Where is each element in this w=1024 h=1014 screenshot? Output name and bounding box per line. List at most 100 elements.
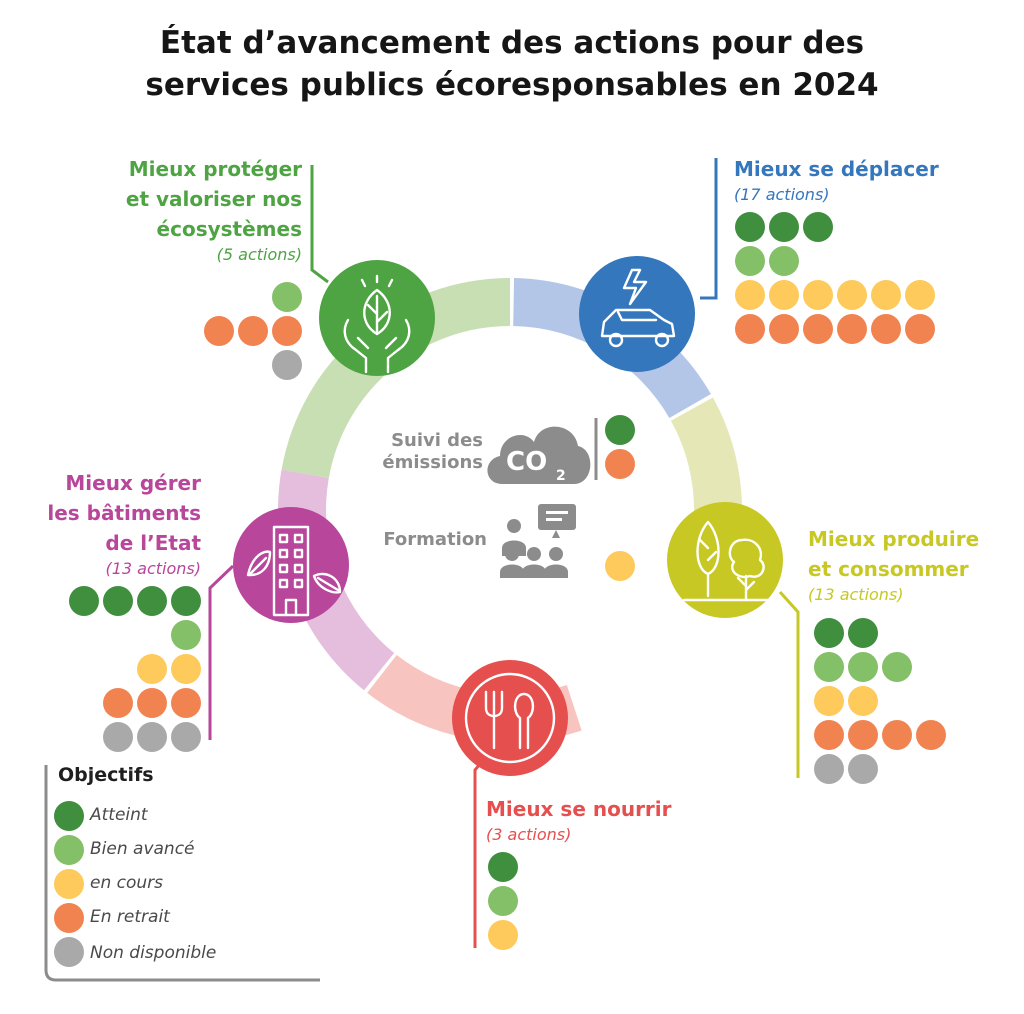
theme-circle-deplacer bbox=[579, 256, 695, 372]
theme-produire-name-1: Mieux produire bbox=[808, 527, 980, 551]
theme-nourrir: Mieux se nourrir (3 actions) bbox=[486, 794, 672, 846]
batiments-status-dot-atteint bbox=[137, 586, 167, 616]
legend-status-dot-en-retrait bbox=[54, 903, 84, 933]
legend-status-dot-non-disponible bbox=[54, 937, 84, 967]
page-title: État d’avancement des actions pour des s… bbox=[112, 22, 912, 106]
training-people-icon bbox=[500, 504, 576, 578]
legend-title: Objectifs bbox=[58, 764, 154, 786]
deplacer-status-dot-en-retrait bbox=[871, 314, 901, 344]
legend-bracket bbox=[44, 765, 320, 982]
legend-label-atteint: Atteint bbox=[90, 805, 148, 825]
deplacer-status-dot-en-cours bbox=[803, 280, 833, 310]
connector-deplacer bbox=[700, 158, 718, 300]
deplacer-status-dot-en-cours bbox=[837, 280, 867, 310]
center-status-dot-en-retrait bbox=[605, 449, 635, 479]
connector-produire bbox=[778, 590, 800, 778]
building-icon bbox=[246, 525, 342, 617]
legend-label-en-cours: en cours bbox=[90, 873, 164, 893]
batiments-status-dot-en-cours bbox=[171, 654, 201, 684]
theme-produire-count: (13 actions) bbox=[808, 585, 904, 604]
batiments-status-dot-non-disponible bbox=[171, 722, 201, 752]
theme-circle-batiments bbox=[233, 507, 349, 623]
electric-car-icon bbox=[600, 268, 676, 348]
legend-status-dot-atteint bbox=[54, 801, 84, 831]
connector-batiments bbox=[208, 564, 235, 740]
theme-circle-nourrir bbox=[452, 660, 568, 776]
deplacer-status-dot-atteint bbox=[735, 212, 765, 242]
batiments-status-dot-atteint bbox=[103, 586, 133, 616]
theme-ecosystemes: Mieux protéger et valoriser nos écosystè… bbox=[126, 154, 302, 266]
batiments-status-dot-non-disponible bbox=[103, 722, 133, 752]
center-status-dot-en-cours bbox=[605, 551, 635, 581]
title-line-1: État d’avancement des actions pour des bbox=[159, 25, 865, 61]
theme-batiments-name-2: les bâtiments bbox=[47, 501, 201, 525]
center-suivi-label: Suivi des émissions bbox=[382, 430, 483, 474]
batiments-status-dot-en-retrait bbox=[103, 688, 133, 718]
co2-label: CO bbox=[506, 447, 547, 477]
deplacer-status-dot-en-retrait bbox=[837, 314, 867, 344]
produire-status-dot-atteint bbox=[848, 618, 878, 648]
produire-status-dot-en-cours bbox=[848, 686, 878, 716]
nourrir-status-dot-bien-avance bbox=[488, 886, 518, 916]
legend-label-en-retrait: En retrait bbox=[90, 907, 170, 927]
status-dots bbox=[54, 212, 946, 967]
produire-status-dot-bien-avance bbox=[848, 652, 878, 682]
deplacer-status-dot-en-cours bbox=[769, 280, 799, 310]
co2-subscript: 2 bbox=[556, 468, 566, 484]
deplacer-status-dot-atteint bbox=[769, 212, 799, 242]
theme-nourrir-count: (3 actions) bbox=[486, 825, 572, 844]
legend-label-non-disponible: Non disponible bbox=[90, 943, 217, 963]
theme-circle-produire bbox=[667, 502, 783, 618]
batiments-status-dot-non-disponible bbox=[137, 722, 167, 752]
theme-produire-name-2: et consommer bbox=[808, 557, 969, 581]
theme-deplacer: Mieux se déplacer (17 actions) bbox=[734, 154, 939, 206]
theme-batiments: Mieux gérer les bâtiments de l’Etat (13 … bbox=[47, 468, 201, 580]
deplacer-status-dot-bien-avance bbox=[735, 246, 765, 276]
theme-nourrir-name: Mieux se nourrir bbox=[486, 797, 672, 821]
produire-status-dot-bien-avance bbox=[882, 652, 912, 682]
ecosystemes-status-dot-en-retrait bbox=[272, 316, 302, 346]
theme-circle-ecosystemes bbox=[319, 260, 435, 376]
ecosystemes-status-dot-non-disponible bbox=[272, 350, 302, 380]
theme-produire: Mieux produire et consommer (13 actions) bbox=[808, 524, 979, 606]
theme-ecosystemes-name-3: écosystèmes bbox=[156, 217, 302, 241]
batiments-status-dot-atteint bbox=[171, 586, 201, 616]
theme-deplacer-name: Mieux se déplacer bbox=[734, 157, 939, 181]
batiments-status-dot-en-cours bbox=[137, 654, 167, 684]
produire-status-dot-non-disponible bbox=[814, 754, 844, 784]
center-formation-label: Formation bbox=[383, 529, 487, 550]
connectors bbox=[44, 158, 800, 982]
ecosystemes-status-dot-bien-avance bbox=[272, 282, 302, 312]
theme-batiments-count: (13 actions) bbox=[105, 559, 201, 578]
ring-segment bbox=[281, 278, 510, 479]
deplacer-status-dot-atteint bbox=[803, 212, 833, 242]
title-line-2: services publics écoresponsables en 2024 bbox=[145, 67, 879, 103]
batiments-status-dot-en-retrait bbox=[171, 688, 201, 718]
deplacer-status-dot-bien-avance bbox=[769, 246, 799, 276]
ecosystemes-status-dot-en-retrait bbox=[238, 316, 268, 346]
produire-status-dot-en-retrait bbox=[916, 720, 946, 750]
produire-status-dot-bien-avance bbox=[814, 652, 844, 682]
batiments-status-dot-bien-avance bbox=[171, 620, 201, 650]
batiments-status-dot-atteint bbox=[69, 586, 99, 616]
legend-status-dot-bien-avance bbox=[54, 835, 84, 865]
deplacer-status-dot-en-retrait bbox=[769, 314, 799, 344]
theme-ecosystemes-name-2: et valoriser nos bbox=[125, 187, 302, 211]
plant-hands-icon bbox=[343, 274, 411, 374]
connector-nourrir bbox=[473, 751, 492, 948]
theme-ecosystemes-count: (5 actions) bbox=[216, 245, 302, 264]
deplacer-status-dot-en-cours bbox=[735, 280, 765, 310]
deplacer-status-dot-en-retrait bbox=[905, 314, 935, 344]
produire-status-dot-en-retrait bbox=[814, 720, 844, 750]
produire-status-dot-non-disponible bbox=[848, 754, 878, 784]
fork-spoon-icon bbox=[464, 672, 556, 764]
deplacer-status-dot-en-retrait bbox=[803, 314, 833, 344]
deplacer-status-dot-en-cours bbox=[871, 280, 901, 310]
theme-ecosystemes-name-1: Mieux protéger bbox=[128, 157, 302, 181]
nourrir-status-dot-en-cours bbox=[488, 920, 518, 950]
theme-deplacer-count: (17 actions) bbox=[734, 185, 830, 204]
produire-status-dot-en-retrait bbox=[848, 720, 878, 750]
ecosystemes-status-dot-en-retrait bbox=[204, 316, 234, 346]
theme-batiments-name-1: Mieux gérer bbox=[65, 471, 201, 495]
